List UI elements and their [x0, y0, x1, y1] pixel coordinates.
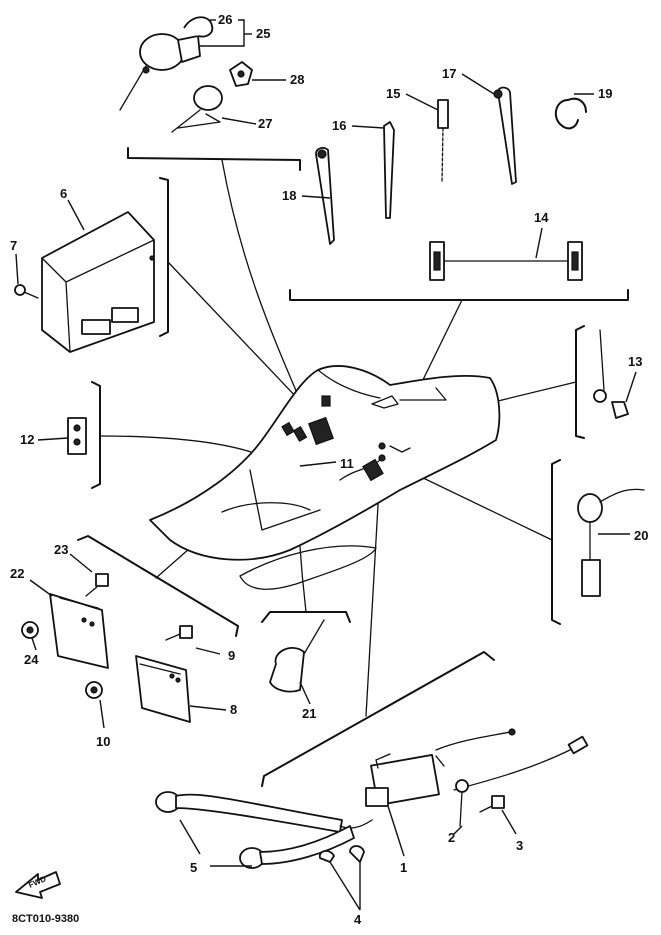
callout-8: 8	[230, 702, 237, 717]
callout-2: 2	[448, 830, 455, 845]
clamp-18	[315, 147, 335, 245]
callout-27: 27	[258, 116, 272, 131]
earth-lead-2	[455, 779, 469, 827]
sensor-21	[269, 619, 325, 693]
leader-12	[99, 435, 273, 461]
bracket-ecu	[159, 177, 169, 337]
relay-22	[49, 593, 109, 669]
earth-lead-13	[593, 329, 629, 419]
callout-13: 13	[628, 354, 642, 369]
callout-19: 19	[598, 86, 612, 101]
nut-28	[229, 61, 253, 87]
bolt-3	[479, 795, 505, 813]
callout-4: 4	[354, 912, 362, 927]
bracket-top-right	[289, 289, 629, 301]
bracket-top-left	[127, 147, 301, 171]
plug-cord-5	[155, 728, 589, 869]
band-16	[383, 121, 395, 219]
leader-top-left	[221, 159, 301, 401]
callout-10: 10	[96, 734, 110, 749]
ecu-6	[41, 211, 155, 353]
sensor-20	[577, 488, 645, 597]
callout-25: 25	[256, 26, 270, 41]
bracket-left-mid	[77, 535, 239, 637]
relay-8	[135, 655, 191, 723]
callout-1: 1	[400, 860, 407, 875]
callout-12: 12	[20, 432, 34, 447]
cable-tie-15	[437, 99, 449, 183]
bracket-right-20	[551, 459, 561, 625]
bracket-sensor-21	[261, 611, 351, 623]
screw-7	[14, 284, 39, 299]
callout-22: 22	[10, 566, 24, 581]
callout-leaders	[15, 19, 637, 911]
clamp-17	[493, 86, 517, 185]
callout-14: 14	[534, 210, 549, 225]
ignition-coil-1	[365, 753, 445, 807]
clip-19	[554, 97, 587, 130]
nut-10	[85, 681, 103, 699]
diagram-code: 8CT010-9380	[12, 913, 79, 925]
connector-12	[67, 417, 87, 455]
callout-21: 21	[302, 706, 316, 721]
bracket-right-13	[575, 325, 585, 439]
callout-24: 24	[24, 652, 39, 667]
callout-7: 7	[10, 238, 17, 253]
callout-9: 9	[228, 648, 235, 663]
switch-bracket-27	[171, 85, 223, 133]
leader-ecu	[167, 261, 319, 421]
main-switch-25	[119, 16, 214, 111]
callout-16: 16	[332, 118, 346, 133]
callout-6: 6	[60, 186, 67, 201]
leader-bottom	[365, 469, 381, 717]
forward-arrow: FWD	[15, 871, 61, 899]
leader-top-right	[417, 299, 463, 391]
callout-11: 11	[340, 456, 354, 471]
callout-3: 3	[516, 838, 523, 853]
callout-20: 20	[634, 528, 648, 543]
callout-28: 28	[290, 72, 304, 87]
callout-18: 18	[282, 188, 296, 203]
strap-14	[429, 241, 583, 281]
callout-23: 23	[54, 542, 68, 557]
callout-26: 26	[218, 12, 232, 27]
callout-15: 15	[386, 86, 400, 101]
bracket-connector	[91, 381, 101, 489]
wire-harness	[149, 365, 501, 590]
bolt-9	[165, 625, 193, 641]
callout-5: 5	[190, 860, 197, 875]
clamps-4	[318, 845, 365, 863]
callout-17: 17	[442, 66, 456, 81]
bracket-bottom	[261, 651, 495, 787]
bolt-23	[85, 573, 109, 597]
nut-24	[21, 621, 39, 639]
